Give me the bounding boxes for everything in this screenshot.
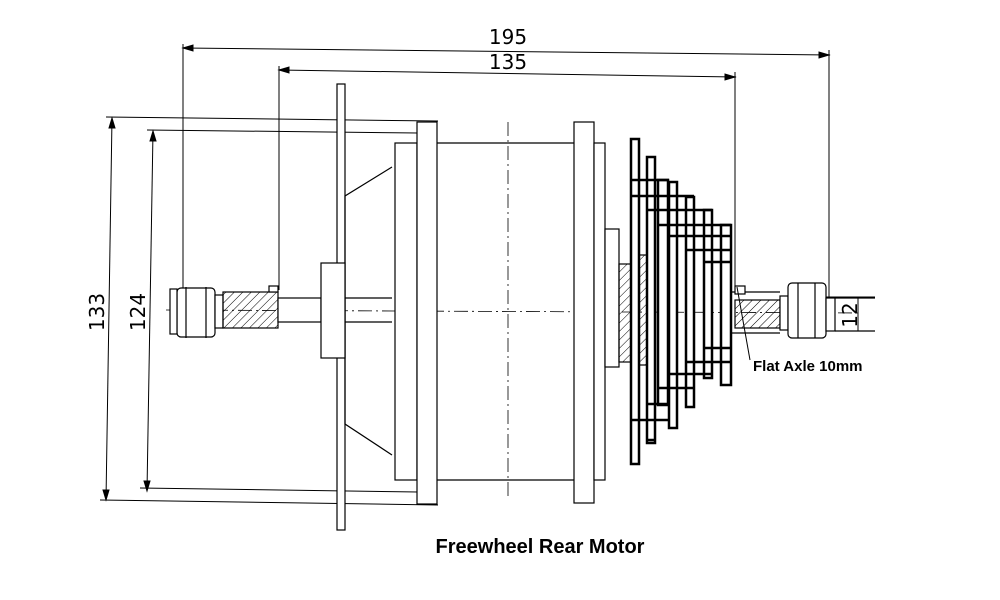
right-axle [731, 282, 875, 339]
hub-body [437, 142, 574, 481]
diagram-caption: Freewheel Rear Motor [436, 536, 645, 558]
right-flange [573, 121, 620, 504]
sprocket-links [631, 178, 731, 442]
left-axle [169, 262, 392, 359]
left-flange [394, 121, 438, 505]
dimension-135-label: 135 [489, 50, 527, 74]
axle-note: Flat Axle 10mm [753, 358, 863, 375]
dimension-133-label: 133 [85, 293, 109, 331]
dimension-124-label: 124 [126, 293, 150, 331]
sprockets [629, 137, 733, 466]
dimension-lines [99, 44, 875, 506]
dimension-12-label: 12 [838, 302, 862, 327]
dimension-195-label: 195 [489, 25, 527, 49]
note-leader [736, 286, 751, 361]
